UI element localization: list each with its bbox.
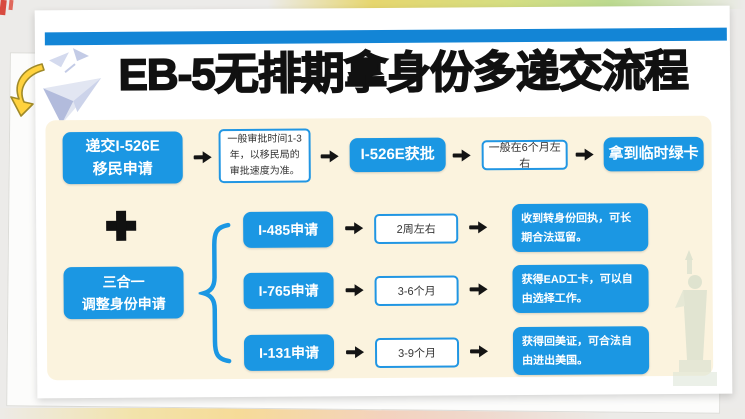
page-title: EB-5无排期拿身份多递交流程 <box>118 46 689 101</box>
brace-icon <box>198 222 232 364</box>
arrow-right-icon <box>345 284 364 297</box>
top-gradient-band <box>268 0 745 9</box>
plus-icon <box>106 211 136 241</box>
note-approval-time: 一般审批时间1-3年，以移民局的审批速度为准。 <box>218 128 311 184</box>
arrow-right-icon <box>469 283 488 296</box>
step-combo-line1: 三合一 <box>102 273 145 290</box>
arrow-right-icon <box>193 151 212 164</box>
corner-red-mark <box>8 0 14 11</box>
arrow-right-icon <box>320 150 339 163</box>
paper-plane-icon <box>43 48 102 125</box>
branch-i131-app: I-131申请 <box>243 334 335 371</box>
bottom-gradient-band <box>0 408 745 419</box>
step-i526e-approved: I-526E获批 <box>349 137 446 173</box>
branch-i485-time: 2周左右 <box>374 213 459 245</box>
step-combo-line2: 调整身份申请 <box>81 295 166 313</box>
step-temporary-green-card: 拿到临时绿卡 <box>603 136 704 172</box>
arrow-right-icon <box>469 221 488 234</box>
branch-i485-result: 收到转身份回执，可长期合法逗留。 <box>512 203 649 253</box>
branch-i765-time: 3-6个月 <box>374 275 459 307</box>
curved-down-arrow-icon <box>10 63 45 117</box>
arrow-right-icon <box>452 149 471 162</box>
flow-panel: 递交I-526E 移民申请 一般审批时间1-3年，以移民局的审批速度为准。 I-… <box>45 115 714 381</box>
note-six-months: 一般在6个月左右 <box>481 139 568 171</box>
step-submit-i526e-line1: 递交I-526E <box>85 137 160 155</box>
arrow-right-icon <box>575 148 594 161</box>
arrow-right-icon <box>346 346 365 359</box>
corner-red-mark <box>0 0 7 16</box>
arrow-right-icon <box>345 222 364 235</box>
branch-i485-app: I-485申请 <box>243 211 334 248</box>
statue-of-liberty-icon <box>673 250 717 386</box>
branch-i765-app: I-765申请 <box>243 272 334 309</box>
step-submit-i526e-line2: 移民申请 <box>92 160 153 179</box>
arrow-right-icon <box>470 345 489 358</box>
step-submit-i526e: 递交I-526E 移民申请 <box>62 131 183 185</box>
branch-i131-result: 获得回美证，可合法自由进出美国。 <box>512 326 650 376</box>
branch-i131-time: 3-9个月 <box>374 337 460 369</box>
slide-card: EB-5无排期拿身份多递交流程 递交I-526E 移民申请 一般审批时间1-3年… <box>34 5 733 399</box>
branch-i765-result: 获得EAD工卡，可以自由选择工作。 <box>512 264 649 314</box>
step-combo-adjustment: 三合一 调整身份申请 <box>63 266 184 320</box>
header-blue-bar <box>44 27 727 46</box>
